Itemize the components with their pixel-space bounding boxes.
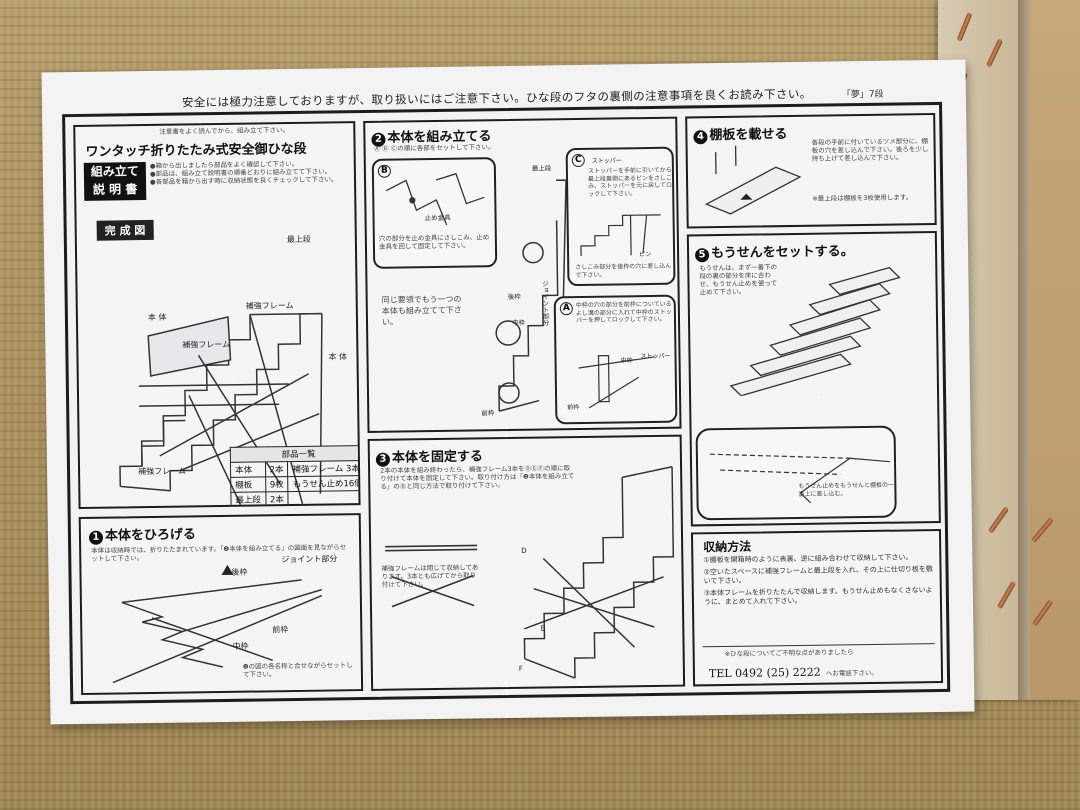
top-step-label: 最上段 [286, 234, 311, 245]
parts-list: 部品一覧 本体 2本 補強フレーム 3本 棚板 9枚 もうせん止め16個 最上段… [230, 445, 361, 508]
storage-item: ①棚板を開箱時のように表裏、逆に組み合わせて収納して下さい。 [703, 553, 913, 565]
step3-label-d: D [521, 546, 527, 555]
step2-detail-b: B 止め金具 穴の部分を止め金具にさしこみ、止め金具を回して固定して下さい。 [371, 157, 498, 269]
storage-item: ②空いたスペースに補強フレームと最上段を入れ、その上に仕切り板を敷いて下さい。 [703, 565, 933, 586]
step1-unfold-illustration [112, 564, 323, 684]
detail-a-middle: 中枠 [620, 357, 633, 365]
detail-c-stopper: ストッパー [591, 157, 622, 165]
detail-a-text: 中枠の穴の部分を前枠についているよし溝の部分に入れて中枠のストッパーを押してロッ… [575, 300, 672, 325]
detail-b-illustration [385, 172, 485, 226]
document-title: ワンタッチ折りたたみ式安全御ひな段 [85, 141, 307, 160]
table-row: 最上段 2本 [230, 490, 361, 508]
step1-caption: ❷の図の各名称と合せながらセットして下さい。 [242, 661, 353, 679]
complete-stand-illustration [119, 312, 323, 506]
storage-list: ①棚板を開箱時のように表裏、逆に組み合わせて収納して下さい。 ②空いたスペースに… [703, 553, 936, 607]
zoom-text: もうせん止めをもうせんと棚板の一番上に差し込む。 [798, 481, 895, 498]
zoom-carpet-illustration [709, 453, 891, 504]
arrow-up-icon [221, 564, 234, 576]
frame-label-1: 補強フレーム [245, 300, 294, 311]
telephone-number: TEL 0492 (25) 2222 [708, 665, 821, 681]
instruction-sheet: 安全には極力注意しておりますが、取り扱いにはご注意下さい。ひな段のフタの裏側の注… [41, 59, 975, 725]
frame-bar-illustration [385, 544, 478, 608]
step2-joint-label: ジョイント部分 [540, 280, 550, 327]
label-a: A [559, 302, 573, 316]
step3-fix-illustration [523, 465, 675, 679]
step1-label-back: 後枠 [231, 567, 248, 577]
step2-detail-a: A 中枠の穴の部分を前枠についているよし溝の部分に入れて中枠のストッパーを押して… [553, 294, 678, 425]
detail-c-text-2: さしこみ部分を後枠の穴に差し込んで下さい。 [575, 262, 672, 279]
badge-line-1: 組み立て [90, 164, 139, 179]
step5-carpet-illustration [729, 266, 901, 397]
detail-a-stopper: ストッパー [640, 352, 671, 361]
badge-line-2: 説 明 書 [92, 182, 138, 197]
model-tag: 「夢」7段 [841, 89, 884, 101]
arrow-down-icon [740, 193, 753, 200]
cardboard-box-edge [1018, 0, 1030, 700]
step1-label-front: 前枠 [272, 625, 289, 635]
telephone-suffix: へお電話下さい。 [825, 668, 878, 678]
same-procedure-text: 同じ要領でもう一つの本体も組み立てて下さい。 [381, 294, 462, 327]
detail-c-text: ストッパーを手前に引いてから最上段裏側にあるピンをさしこみ、ストッパーを元に戻し… [587, 166, 673, 198]
body-label-right: 本 体 [328, 352, 348, 362]
contact-line: TEL 0492 (25) 2222 へお電話下さい。 [709, 660, 878, 681]
step4-note: ※最上段は棚板を3枚使用します。 [812, 193, 913, 203]
step4-text: 各段の手前に付いているツメ部分に、棚板の穴を差し込んで下さい。後ろを少し持ち上げ… [811, 137, 929, 163]
step2-back-label: 後枠 [507, 292, 521, 301]
complete-view-panel: 注意書をよく読んでから、組み立て下さい。 ワンタッチ折りたたみ式安全御ひな段 組… [73, 121, 361, 510]
step1-label-joint: ジョイント部分 [281, 554, 338, 565]
frame-label-3: 補強フレーム [138, 466, 186, 477]
step3-number: 3 [375, 452, 391, 467]
body-label-left: 本 体 [147, 312, 167, 323]
storage-panel: 収納方法 ①棚板を開箱時のように表裏、逆に組み合わせて収納して下さい。 ②空いた… [690, 528, 944, 687]
detail-c-illustration [580, 214, 661, 256]
step3-label-f: F [518, 664, 523, 673]
storage-item: ③本体フレームを折りたたんで収納します。もうせん止めもなくさないように、まとめて… [703, 586, 933, 607]
step2-detail-c: C ストッパー ストッパーを手前に引いてから最上段裏側にあるピンをさしこみ、スト… [565, 146, 676, 287]
step2-front-label: 前枠 [481, 409, 495, 418]
step2-subtitle: Ⓐ Ⓑ Ⓒの順に各部をセットして下さい。 [373, 143, 495, 153]
step2-top-label: 最上段 [531, 164, 552, 173]
detail-a-front: 前枠 [567, 404, 580, 412]
detail-b-label: 止め金具 [424, 213, 451, 223]
detail-a-illustration [578, 354, 655, 409]
bullet-list: ●箱から出しましたら部品をよく確認して下さい。 ●部品は、組み立て説明書の順番ど… [150, 159, 356, 186]
step1-label-middle: 中枠 [232, 641, 249, 651]
frame-bar-text: 補強フレームは閉じて収納してあります。3本とも広げてから取り付けて下さい。 [381, 563, 479, 589]
contact-divider [702, 643, 935, 648]
storage-title: 収納方法 [703, 539, 752, 555]
step3-label-e: E [540, 624, 545, 633]
manual-badge: 組み立て 説 明 書 [83, 162, 147, 201]
step5-zoom: もうせん止めをもうせんと棚板の一番上に差し込む。 [695, 425, 897, 521]
intro-note: 注意書をよく読んでから、組み立て下さい。 [159, 126, 290, 136]
label-c: C [571, 153, 585, 168]
bullet-item: ●各部品を箱から出す時に収納状態を良くチェックして下さい。 [149, 175, 338, 186]
frame-label-2: 補強フレーム [182, 339, 231, 350]
contact-note: ※ひな段についてご不明な点がありましたら [724, 648, 854, 658]
step1-number: 1 [88, 530, 104, 545]
cardboard-box-interior [1030, 0, 1080, 700]
step4-shelf-illustration [704, 145, 802, 215]
sheet-frame: 注意書をよく読んでから、組み立て下さい。 ワンタッチ折りたたみ式安全御ひな段 組… [62, 101, 951, 705]
step4-number: 4 [693, 130, 708, 145]
step2-middle-label: 中枠 [511, 318, 526, 327]
detail-c-pin: ピン [639, 250, 652, 259]
